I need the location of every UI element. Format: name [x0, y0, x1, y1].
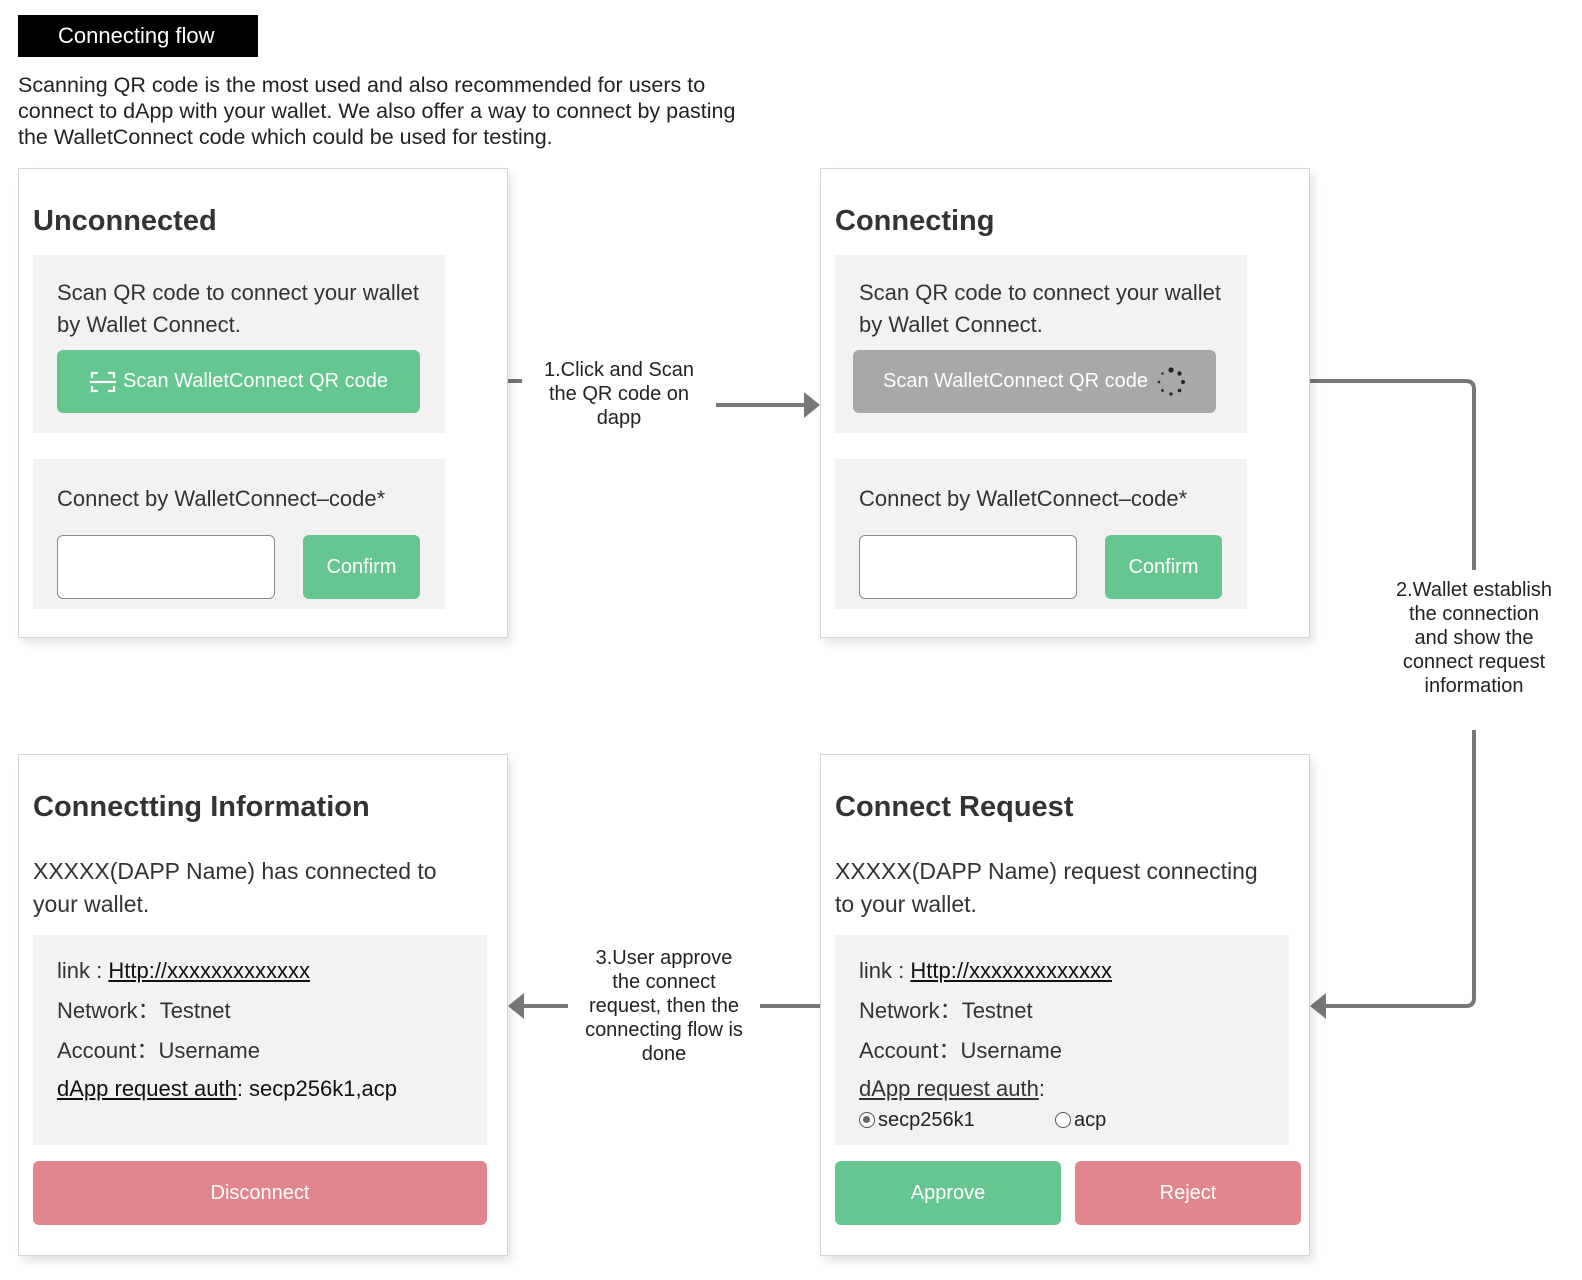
reject-button[interactable]: Reject: [1075, 1161, 1301, 1225]
step1-label: 1.Click and Scan the QR code on dapp: [543, 359, 695, 429]
step2-arrowhead: [1310, 993, 1326, 1019]
auth-option-acp[interactable]: acp: [1055, 1109, 1106, 1132]
auth-colon: :: [1038, 1076, 1045, 1101]
account-label: Account：: [57, 1038, 159, 1063]
option-label: secp256k1: [878, 1109, 975, 1131]
scan-section: Scan QR code to connect your wallet by W…: [835, 255, 1247, 433]
connected-message: XXXXX(DAPP Name) has connected to your w…: [33, 858, 437, 917]
account-value: Username: [960, 1038, 1062, 1063]
radio-unselected-icon[interactable]: [1055, 1112, 1071, 1128]
connect-request-panel: Connect Request XXXXX(DAPP Name) request…: [820, 754, 1310, 1256]
step3-arrowhead: [508, 993, 524, 1019]
step2-line-a: [1222, 379, 1476, 570]
account-value: Username: [158, 1038, 260, 1063]
network-label: Network：: [57, 998, 160, 1023]
connecting-info-panel: Connectting Information XXXXX(DAPP Name)…: [18, 754, 508, 1256]
loading-spinner-icon: [1157, 366, 1185, 396]
scan-qr-icon: [90, 371, 117, 392]
link-row: link : Http://xxxxxxxxxxxxx: [859, 951, 1112, 991]
scan-qr-button-label: Scan WalletConnect QR code: [883, 370, 1148, 392]
walletconnect-code-input[interactable]: [859, 535, 1077, 599]
confirm-button[interactable]: Confirm: [1105, 535, 1222, 599]
dapp-link[interactable]: Http://xxxxxxxxxxxxx: [910, 958, 1113, 983]
option-label: acp: [1074, 1109, 1107, 1131]
account-label: Account：: [859, 1038, 961, 1063]
intro-text: Scanning QR code is the most used and al…: [18, 73, 736, 149]
account-row: Account：Username: [859, 1031, 1062, 1071]
panel-title: Connectting Information: [33, 791, 370, 823]
code-section: Connect by WalletConnect–code* Confirm: [835, 459, 1247, 609]
unconnected-panel: Unconnected Scan QR code to connect your…: [18, 168, 508, 638]
link-label: link :: [859, 958, 911, 983]
auth-label: dApp request auth: [859, 1076, 1039, 1101]
request-details: link : Http://xxxxxxxxxxxxx Network：Test…: [33, 935, 487, 1145]
request-message: XXXXX(DAPP Name) request connecting to y…: [835, 858, 1258, 917]
link-row: link : Http://xxxxxxxxxxxxx: [57, 951, 310, 991]
auth-row: dApp request auth:: [859, 1069, 1045, 1109]
scan-qr-button-loading[interactable]: Scan WalletConnect QR code: [853, 350, 1216, 413]
panel-title: Connecting: [835, 205, 995, 237]
step3-label: 3.User approve the connect request, then…: [585, 947, 743, 1065]
disconnect-button[interactable]: Disconnect: [33, 1161, 487, 1225]
confirm-button[interactable]: Confirm: [303, 535, 420, 599]
network-row: Network：Testnet: [57, 991, 231, 1031]
auth-value: : secp256k1,acp: [236, 1076, 398, 1101]
scan-instruction: Scan QR code to connect your wallet by W…: [57, 280, 419, 337]
step1-arrowhead: [804, 392, 820, 418]
dapp-link[interactable]: Http://xxxxxxxxxxxxx: [108, 958, 311, 983]
request-details: link : Http://xxxxxxxxxxxxx Network：Test…: [835, 935, 1289, 1145]
code-section: Connect by WalletConnect–code* Confirm: [33, 459, 445, 609]
step2-label: 2.Wallet establish the connection and sh…: [1396, 579, 1552, 697]
scan-section: Scan QR code to connect your wallet by W…: [33, 255, 445, 433]
auth-option-secp256k1[interactable]: secp256k1: [859, 1109, 975, 1132]
account-row: Account：Username: [57, 1031, 260, 1071]
step2-line-b: [1324, 730, 1476, 1008]
page-title: Connecting flow: [18, 15, 258, 57]
network-value: Testnet: [159, 998, 231, 1023]
auth-row: dApp request auth: secp256k1,acp: [57, 1069, 397, 1109]
scan-instruction: Scan QR code to connect your wallet by W…: [859, 280, 1221, 337]
network-row: Network：Testnet: [859, 991, 1033, 1031]
auth-label: dApp request auth: [57, 1076, 237, 1101]
network-label: Network：: [859, 998, 962, 1023]
code-label: Connect by WalletConnect–code*: [57, 486, 386, 511]
link-label: link :: [57, 958, 109, 983]
walletconnect-code-input[interactable]: [57, 535, 275, 599]
scan-qr-button[interactable]: Scan WalletConnect QR code: [57, 350, 420, 413]
approve-button[interactable]: Approve: [835, 1161, 1061, 1225]
code-label: Connect by WalletConnect–code*: [859, 486, 1188, 511]
connecting-panel: Connecting Scan QR code to connect your …: [820, 168, 1310, 638]
panel-title: Connect Request: [835, 791, 1074, 823]
network-value: Testnet: [961, 998, 1033, 1023]
radio-selected-icon[interactable]: [859, 1112, 875, 1128]
scan-qr-button-label: Scan WalletConnect QR code: [123, 370, 388, 392]
panel-title: Unconnected: [33, 205, 217, 237]
